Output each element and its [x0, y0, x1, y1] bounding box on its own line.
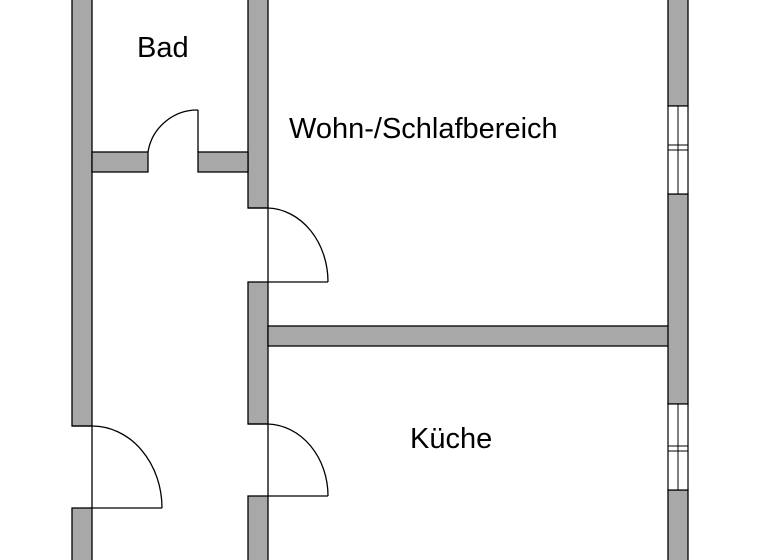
wall-bathroom-bottom-right	[197, 151, 249, 173]
door-entrance	[72, 425, 163, 509]
window-kitchen	[667, 403, 689, 491]
wall-right-outer-1	[667, 0, 689, 107]
wall-left-outer-lower	[71, 507, 93, 560]
door-living-room	[248, 207, 329, 283]
window-living-room	[667, 105, 689, 195]
room-label-kitchen: Küche	[410, 423, 493, 455]
room-label-living-sleeping: Wohn-/Schlafbereich	[289, 113, 558, 145]
wall-right-outer-3	[667, 489, 689, 560]
wall-living-kitchen	[267, 325, 671, 347]
wall-right-outer-2	[667, 193, 689, 405]
room-label-bathroom: Bad	[137, 32, 189, 64]
wall-bathroom-bottom-left	[91, 151, 149, 173]
door-bathroom	[147, 109, 199, 153]
door-kitchen	[248, 423, 329, 497]
wall-bathroom-right	[247, 0, 269, 209]
wall-hallway-bottom	[247, 495, 269, 560]
wall-left-outer-upper	[71, 0, 93, 427]
wall-hallway-middle	[247, 281, 269, 425]
